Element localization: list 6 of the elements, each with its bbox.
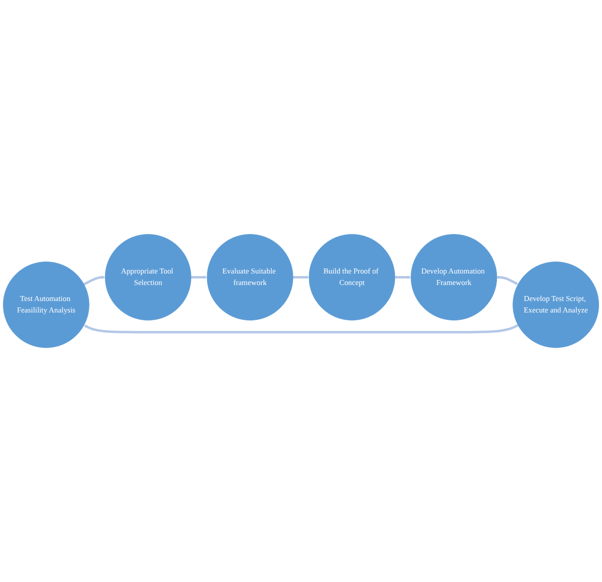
arrow <box>83 276 106 286</box>
arrow <box>84 324 519 334</box>
arrow <box>191 276 208 280</box>
arrow <box>394 276 412 280</box>
arrow <box>496 276 518 285</box>
arrow <box>293 276 310 280</box>
